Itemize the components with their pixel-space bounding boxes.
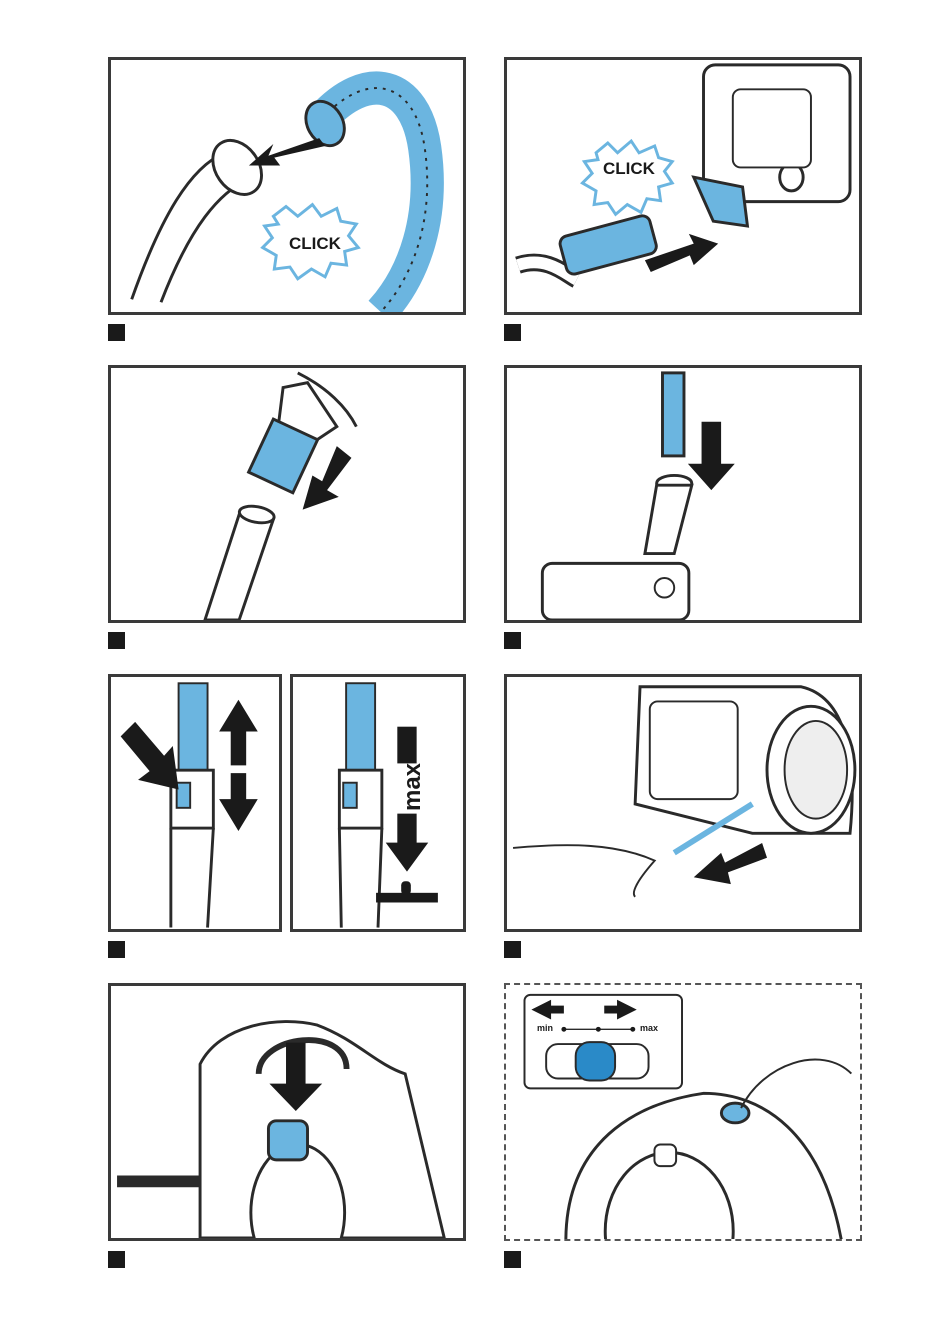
step-marker-icon [504, 632, 521, 649]
step-marker-icon [108, 941, 125, 958]
panel-telescopic-release [108, 674, 282, 932]
telescopic-max-illustration [293, 677, 463, 929]
step-marker-icon [108, 632, 125, 649]
press-button-illustration [111, 986, 463, 1238]
slider-min-label: min [537, 1023, 553, 1033]
panel-telescopic-max: max [290, 674, 466, 932]
arrow-icon [386, 814, 429, 872]
panel-tube-nozzle [504, 365, 862, 623]
arrow-icon [219, 773, 258, 831]
step-marker-icon [108, 1251, 125, 1268]
handle-tube-illustration [111, 368, 463, 620]
step-marker-icon [504, 941, 521, 958]
step-marker-icon [504, 1251, 521, 1268]
step-marker-icon [108, 324, 125, 341]
arrow-icon [688, 422, 735, 490]
click-burst-icon [111, 60, 463, 312]
telescopic-release-illustration [111, 677, 279, 929]
panel-handle-tube [108, 365, 466, 623]
panel-hose-attach: CLICK [108, 57, 466, 315]
hose-insert-illustration [507, 60, 859, 312]
arrow-icon [121, 722, 179, 790]
step-marker-icon [504, 324, 521, 341]
tube-nozzle-illustration [507, 368, 859, 620]
panel-press-button [108, 983, 466, 1241]
arrow-icon [694, 843, 767, 884]
slider-max-label: max [640, 1023, 658, 1033]
arrow-icon [219, 700, 258, 766]
max-label: max [399, 763, 427, 811]
pull-cord-illustration [507, 677, 859, 929]
click-label: CLICK [603, 159, 655, 179]
panel-power-slider: min max [504, 983, 862, 1241]
panel-hose-insert: CLICK [504, 57, 862, 315]
panel-pull-cord [504, 674, 862, 932]
power-slider-illustration [506, 985, 860, 1239]
click-label: CLICK [289, 234, 341, 254]
